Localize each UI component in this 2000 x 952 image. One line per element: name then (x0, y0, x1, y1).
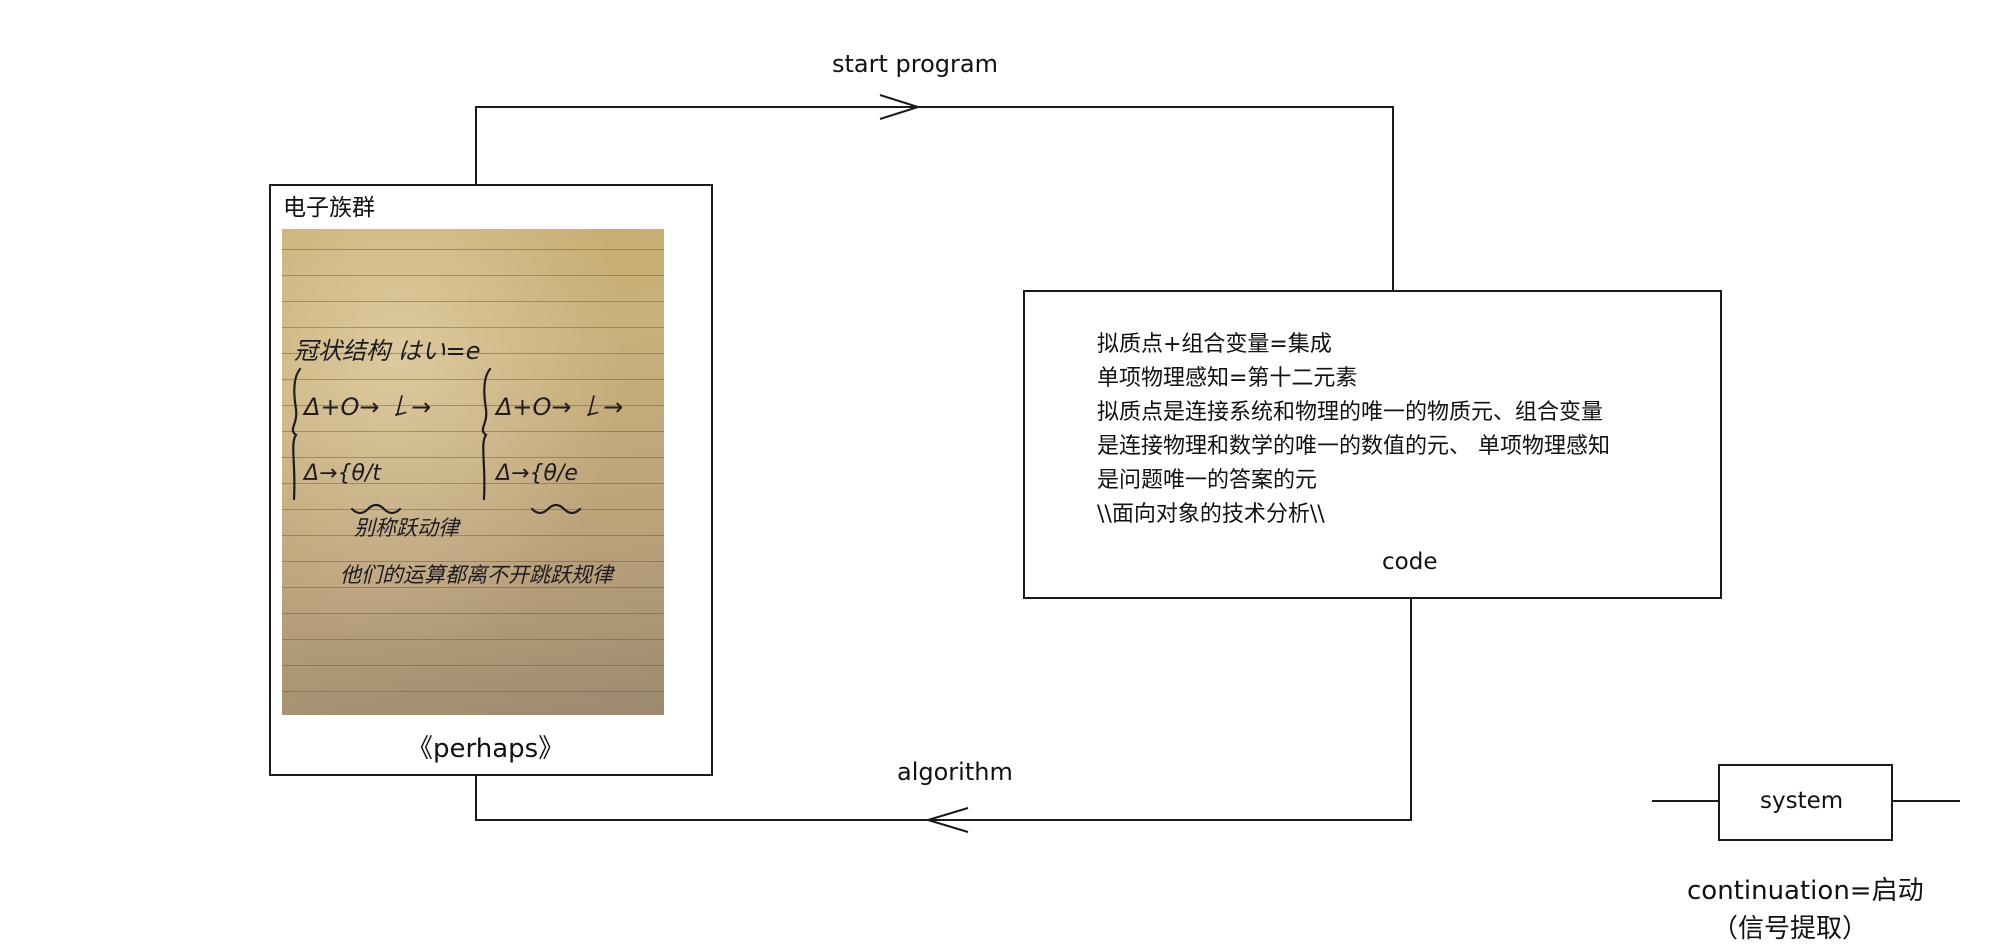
electron-group-title: 电子族群 (283, 195, 375, 221)
algorithm-label: algorithm (897, 758, 1013, 786)
handwritten-right-line1: Δ+O→ 𠄌→ (496, 393, 624, 421)
handwritten-notes-photo: 冠状结构 はい=e Δ+O→ 𠄌→ Δ→{θ/t Δ+O→ 𠄌→ Δ→{θ/e … (282, 229, 664, 715)
handwritten-left-line1: Δ+O→ 𠄌→ (304, 393, 432, 421)
code-label: code (1382, 549, 1438, 575)
handwriting-strokes (291, 367, 582, 515)
code-line-4: 是连接物理和数学的唯一的数值的元、 单项物理感知 (1097, 434, 1610, 459)
code-line-3: 拟质点是连接系统和物理的唯一的物质元、组合变量 (1097, 400, 1604, 425)
continuation-caption: continuation=启动 (1687, 876, 1924, 906)
code-line-5: 是问题唯一的答案的元 (1097, 468, 1318, 493)
code-line-6: \\面向对象的技术分析\\ (1097, 502, 1325, 527)
code-box: 拟质点+组合变量=集成 单项物理感知=第十二元素 拟质点是连接系统和物理的唯一的… (1023, 290, 1722, 599)
system-box: system (1718, 764, 1893, 841)
top-connector-line (475, 106, 1394, 290)
electron-group-box: 电子族群 冠状结构 はい=e Δ+O→ 𠄌→ Δ→{θ/t Δ+O→ 𠄌→ Δ→… (269, 184, 713, 776)
bottom-arrow-head (924, 807, 969, 833)
system-label: system (1760, 788, 1844, 814)
signal-extraction-caption: （信号提取） (1712, 914, 1869, 944)
start-program-label: start program (832, 50, 998, 78)
bottom-connector-line (475, 599, 1412, 821)
code-line-1: 拟质点+组合变量=集成 (1097, 332, 1332, 357)
handwritten-heading: 冠状结构 はい=e (294, 337, 481, 365)
handwritten-left-line2: Δ→{θ/t (304, 461, 381, 486)
perhaps-caption: 《perhaps》 (407, 734, 565, 764)
code-line-2: 单项物理感知=第十二元素 (1097, 366, 1358, 391)
handwritten-note2: 他们的运算都离不开跳跃规律 (340, 563, 613, 587)
code-text-lines: 拟质点+组合变量=集成 单项物理感知=第十二元素 拟质点是连接系统和物理的唯一的… (1097, 328, 1610, 532)
handwritten-note1: 别称跃动律 (354, 516, 459, 540)
top-arrow-head (879, 94, 922, 120)
handwritten-right-line2: Δ→{θ/e (496, 461, 578, 486)
